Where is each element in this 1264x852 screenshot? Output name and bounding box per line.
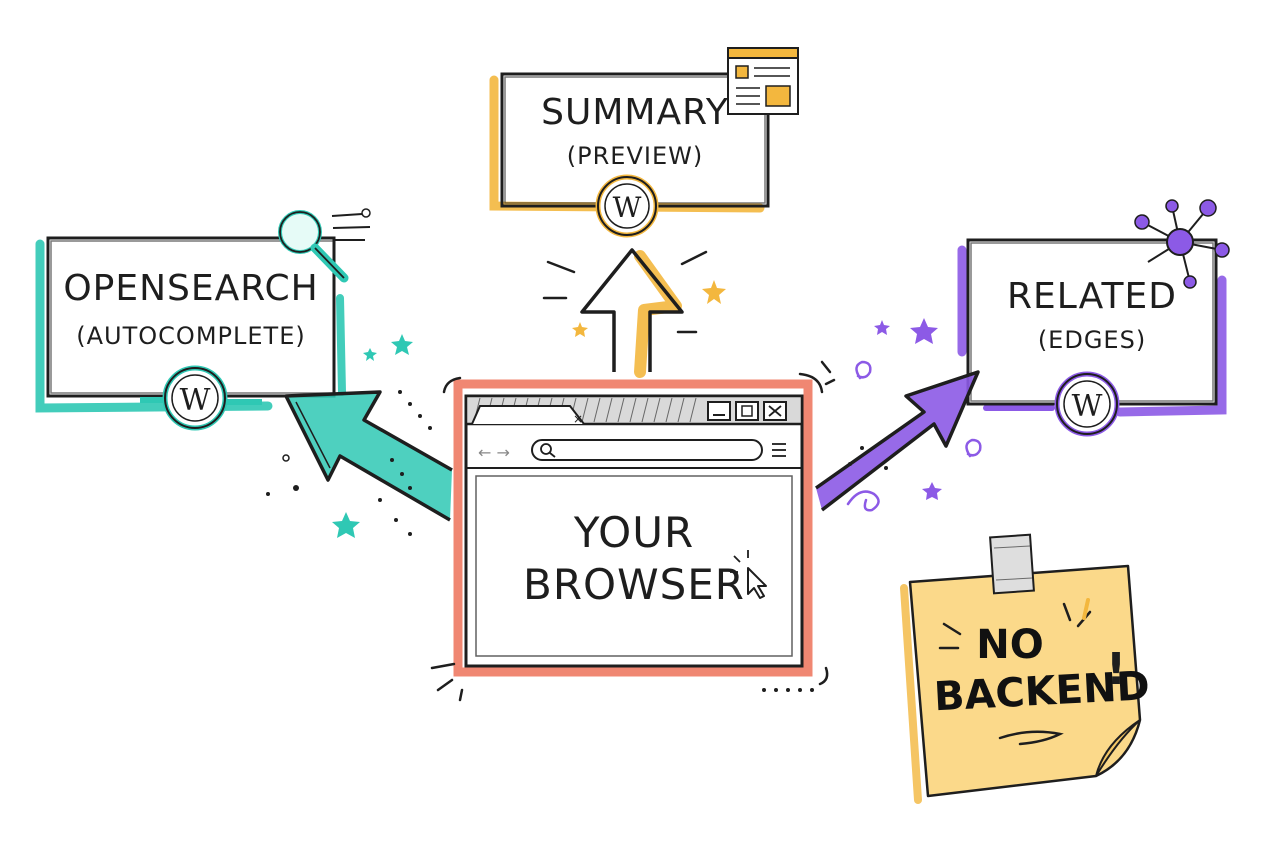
cursor-icon [730,550,767,599]
decoration-dots [266,390,888,692]
summary-logo-letter: W [613,191,642,224]
opensearch-wikipedia-logo: W [140,365,262,431]
arrow-to-related [814,370,980,512]
decoration-stars [332,280,942,538]
page-preview-icon [727,47,799,115]
decoration-swirls [846,360,982,512]
network-graph-icon [1134,199,1230,289]
browser-label-line1: YOUR [573,508,695,557]
browser-menu-icon [772,443,786,457]
opensearch-subtitle: (AUTOCOMPLETE) [76,322,306,350]
related-title: RELATED [1007,276,1177,317]
browser-label-line2: BROWSER [523,560,745,609]
summary-subtitle: (PREVIEW) [566,142,704,170]
browser-highlight [453,379,813,677]
arrow-to-summary [542,248,708,378]
related-highlight [1115,275,1227,417]
related-wikipedia-logo: W [1054,371,1120,437]
opensearch-node: W [35,208,371,431]
browser-search-icon [540,443,552,455]
summary-title: SUMMARY [541,92,729,133]
window-controls-icon [707,401,787,421]
summary-wikipedia-logo: W [595,174,659,238]
tape-icon [989,533,1035,595]
magnifier-icon [278,208,371,283]
related-subtitle: (EDGES) [1037,326,1147,354]
decoration-strokes [430,360,836,702]
opensearch-logo-letter: W [180,383,211,418]
no-backend-note [900,533,1142,804]
arrow-to-opensearch [284,390,453,522]
related-logo-letter: W [1072,389,1103,424]
note-exclaim: ! [1105,644,1127,695]
browser-window-icon: × ← → [453,379,813,677]
opensearch-title: OPENSEARCH [63,268,319,309]
note-line1: NO [976,622,1044,668]
related-node: W [957,199,1230,437]
opensearch-highlight-right [336,294,346,396]
svg-text:×: × [573,412,583,426]
back-forward-icon: ← → [478,443,510,462]
summary-node: W [489,47,799,238]
browser-address-bar [531,439,763,461]
note-line2: BACKEND [932,663,1151,721]
